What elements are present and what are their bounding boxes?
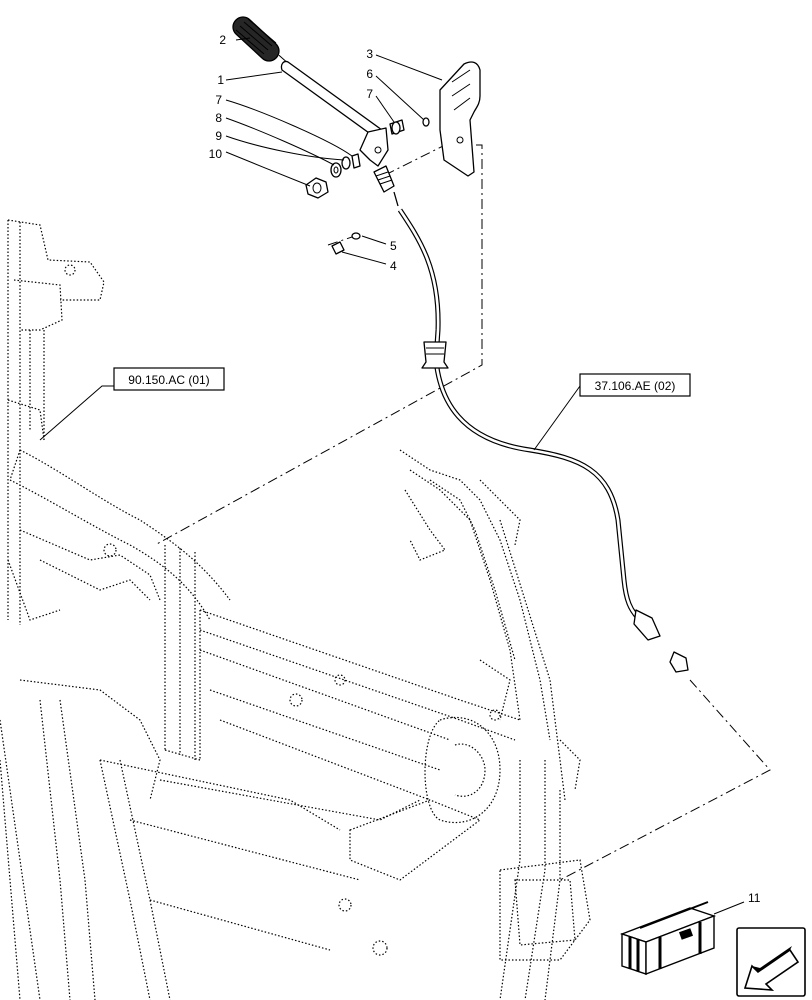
callout-7-left: 7 bbox=[215, 93, 222, 107]
lever-grip bbox=[232, 16, 280, 62]
reference-box-right: 37.106.AE (02) bbox=[579, 373, 691, 397]
reference-label-left: 90.150.AC (01) bbox=[128, 373, 209, 387]
callout-6: 6 bbox=[366, 67, 373, 81]
callout-10: 10 bbox=[209, 147, 223, 161]
view-direction-arrow-icon bbox=[736, 927, 806, 997]
callout-2: 2 bbox=[219, 33, 226, 47]
callout-4: 4 bbox=[390, 259, 397, 273]
callout-9: 9 bbox=[215, 129, 222, 143]
control-lever-assembly bbox=[232, 16, 481, 255]
callout-8: 8 bbox=[215, 111, 222, 125]
callout-1: 1 bbox=[217, 73, 224, 87]
callout-7-right: 7 bbox=[366, 87, 373, 101]
callout-3: 3 bbox=[366, 47, 373, 61]
leader-lines bbox=[39, 37, 745, 915]
callout-11: 11 bbox=[748, 891, 761, 905]
chassis-frame bbox=[0, 219, 591, 1000]
parts-kit-box-icon bbox=[619, 901, 717, 976]
callout-labels: 2 1 7 8 9 10 3 6 7 5 4 11 bbox=[209, 33, 761, 905]
reference-box-left: 90.150.AC (01) bbox=[113, 367, 225, 391]
reference-label-right: 37.106.AE (02) bbox=[595, 379, 676, 393]
callout-5: 5 bbox=[390, 239, 397, 253]
control-cable bbox=[393, 191, 689, 673]
